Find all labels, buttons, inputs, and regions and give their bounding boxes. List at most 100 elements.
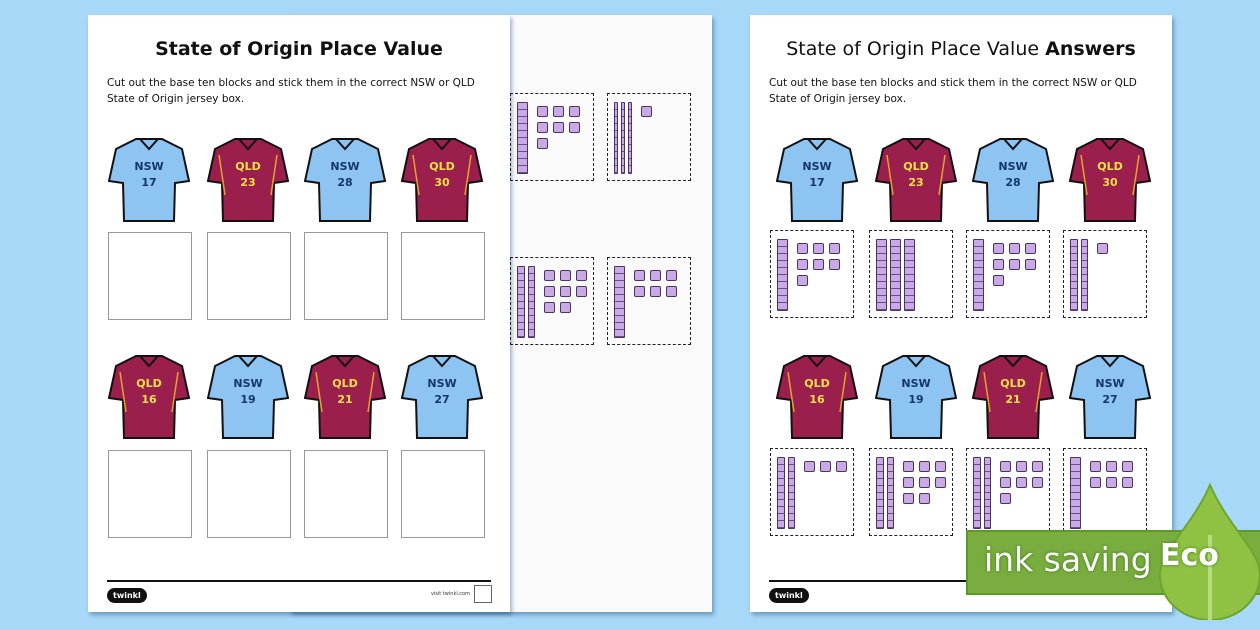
ten-rod <box>886 457 894 529</box>
base-ten-blocks <box>770 448 854 536</box>
jersey-team: QLD <box>1000 377 1026 390</box>
ten-rod <box>621 102 625 174</box>
unit-cube <box>993 243 1004 254</box>
jersey-team: QLD <box>332 377 358 390</box>
unit-cube <box>544 270 555 281</box>
ten-rod <box>614 102 618 174</box>
jersey-team: NSW <box>134 160 164 173</box>
unit-cube <box>1090 477 1101 488</box>
unit-cube <box>1009 243 1020 254</box>
jersey-number: 28 <box>1005 176 1021 189</box>
unit-cube <box>804 461 815 472</box>
unit-cube <box>797 275 808 286</box>
ten-rod <box>614 266 625 338</box>
ten-rod <box>1070 239 1078 311</box>
instructions: Cut out the base ten blocks and stick th… <box>769 77 1137 105</box>
unit-cube <box>935 477 946 488</box>
unit-cube <box>576 286 587 297</box>
answer-box <box>207 450 291 538</box>
unit-cube <box>813 243 824 254</box>
unit-cube <box>553 106 564 117</box>
unit-cube <box>537 122 548 133</box>
jersey-number: 17 <box>141 176 157 189</box>
unit-cube <box>1025 259 1036 270</box>
unit-cube <box>1000 461 1011 472</box>
unit-cube <box>1032 477 1043 488</box>
jersey-number: 21 <box>337 393 353 406</box>
ten-rod <box>876 239 887 311</box>
base-ten-blocks <box>607 257 691 345</box>
unit-cube <box>820 461 831 472</box>
answer-box <box>304 232 388 320</box>
unit-cube <box>666 270 677 281</box>
answer-box <box>401 232 485 320</box>
jersey-team: QLD <box>136 377 162 390</box>
answer-box <box>108 232 192 320</box>
unit-cube <box>650 270 661 281</box>
base-ten-blocks <box>510 257 594 345</box>
answer-box <box>304 450 388 538</box>
unit-cube <box>666 286 677 297</box>
unit-cube <box>797 259 808 270</box>
eco-badge: Eco <box>1160 538 1219 573</box>
answer-box <box>401 450 485 538</box>
jersey-number: 30 <box>1102 176 1118 189</box>
base-ten-blocks <box>966 230 1050 318</box>
answers-page: State of Origin Place Value Answers Cut … <box>750 15 1172 612</box>
ten-rod <box>904 239 915 311</box>
jersey-number: 23 <box>908 176 924 189</box>
unit-cube <box>993 259 1004 270</box>
ten-rod <box>890 239 901 311</box>
jersey-team: QLD <box>429 160 455 173</box>
base-ten-blocks <box>1063 448 1147 536</box>
unit-cube <box>919 461 930 472</box>
jersey-team: NSW <box>802 160 832 173</box>
visit-link: visit twinkl.com <box>430 591 470 597</box>
jersey-number: 28 <box>337 176 353 189</box>
badge-icon <box>474 585 492 603</box>
page-title: State of Origin Place Value <box>155 38 443 60</box>
jersey-number: 19 <box>908 393 924 406</box>
base-ten-blocks <box>510 93 594 181</box>
ten-rod <box>1070 457 1081 529</box>
unit-cube <box>1000 477 1011 488</box>
unit-cube <box>1025 243 1036 254</box>
jersey-team: NSW <box>330 160 360 173</box>
unit-cube <box>560 286 571 297</box>
eco-drop-icon: Eco <box>1150 480 1260 624</box>
unit-cube <box>641 106 652 117</box>
twinkl-logo: twinkl <box>769 588 809 603</box>
unit-cube <box>797 243 808 254</box>
unit-cube <box>544 302 555 313</box>
ten-rod <box>983 457 991 529</box>
jersey-team: QLD <box>235 160 261 173</box>
unit-cube <box>537 106 548 117</box>
ten-rod <box>777 239 788 311</box>
jersey-qld: QLD 21 <box>303 352 387 442</box>
unit-cube <box>537 138 548 149</box>
jersey-team: NSW <box>901 377 931 390</box>
ten-rod <box>517 266 525 338</box>
jersey-number: 23 <box>240 176 256 189</box>
unit-cube <box>836 461 847 472</box>
jersey-nsw: NSW 17 <box>107 135 191 225</box>
base-ten-blocks <box>1063 230 1147 318</box>
jersey-team: NSW <box>427 377 457 390</box>
ten-rod <box>527 266 535 338</box>
answer-box <box>108 450 192 538</box>
unit-cube <box>569 106 580 117</box>
unit-cube <box>919 477 930 488</box>
footer-rule <box>769 580 1153 582</box>
unit-cube <box>1016 477 1027 488</box>
unit-cube <box>903 493 914 504</box>
unit-cube <box>829 243 840 254</box>
twinkl-logo: twinkl <box>107 588 147 603</box>
